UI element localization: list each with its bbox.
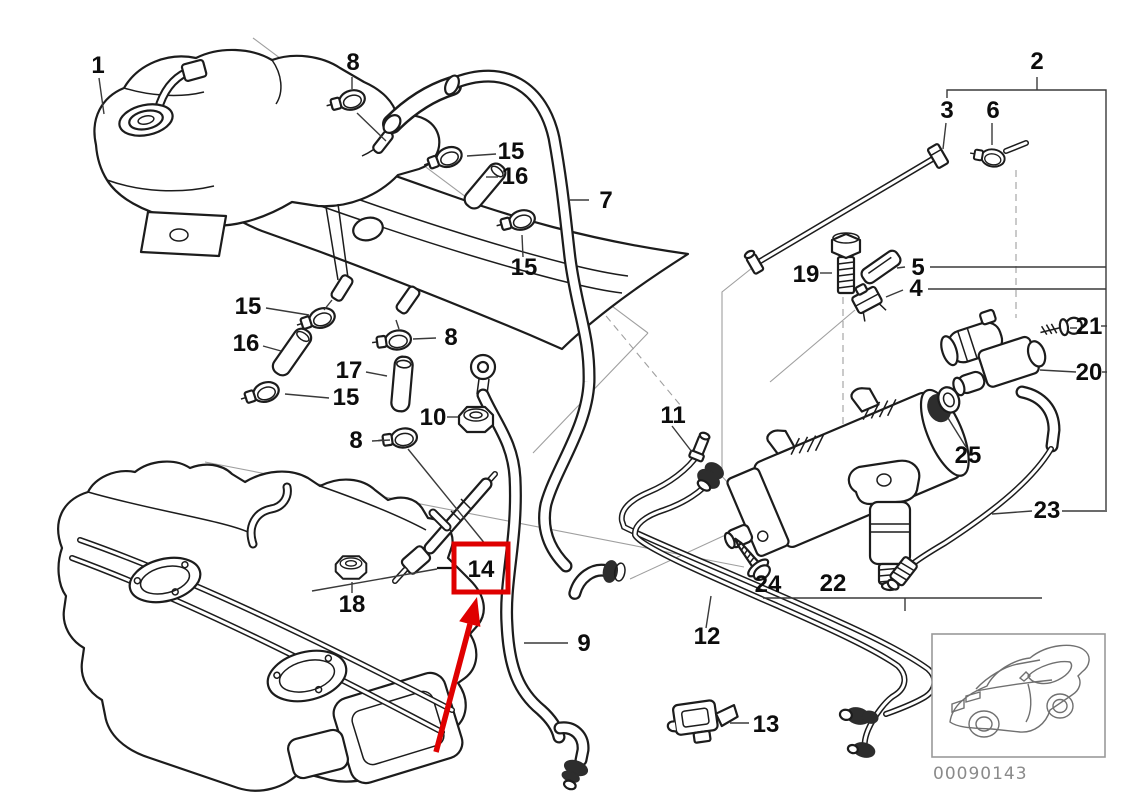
screw-24 [734,537,771,581]
leader-lines [98,77,1107,724]
callout-17[interactable]: 17 [336,357,363,384]
fuel-tank-drawing [57,460,485,792]
callout-2[interactable]: 2 [1030,48,1043,75]
callout-23[interactable]: 23 [1034,497,1061,524]
callout-16[interactable]: 16 [502,163,529,190]
callout-24[interactable]: 24 [755,571,782,598]
callout-4[interactable]: 4 [909,275,923,302]
grommet-25 [927,386,961,423]
breather-connector-14 [392,471,498,584]
callout-15[interactable]: 15 [235,293,262,320]
callout-16[interactable]: 16 [233,330,260,357]
callout-15[interactable]: 15 [498,138,525,165]
car-inset: 00090143 [931,633,1106,784]
callout-15[interactable]: 15 [511,254,538,281]
vent-pipe-23 [886,385,1061,591]
callout-13[interactable]: 13 [753,711,780,738]
hose-clamp-8 [369,327,414,355]
vent-hose-7 [382,69,626,600]
vent-pipes-11-12 [618,431,938,758]
callout-14-highlighted[interactable]: 14 [468,556,495,583]
callout-10[interactable]: 10 [420,404,447,431]
clip-13 [666,699,739,744]
vent-pipe-3 [743,140,1029,275]
highlight-arrow-shaft [433,623,473,753]
hose-9-elbow [553,721,590,791]
callout-25[interactable]: 25 [955,442,982,469]
callout-1[interactable]: 1 [91,52,104,79]
pipe-12-connector [696,462,724,492]
highlight-14 [433,541,511,753]
hose-clamp-15 [237,377,283,411]
bolt-19 [830,232,862,295]
clip-4 [851,283,887,322]
car-thumbnail [949,644,1090,738]
carbon-canister-22 [723,387,970,592]
callout-20[interactable]: 20 [1076,359,1103,386]
hose-clamp-6 [967,144,1007,170]
pipe-end-fitting [838,707,879,725]
nut-10 [457,405,495,434]
dust-filter [847,459,921,592]
nut-18 [334,555,368,580]
callout-19[interactable]: 19 [793,261,820,288]
callout-11[interactable]: 11 [660,402,685,429]
fuel-sender-ring [266,649,348,703]
vent-valve-20 [940,308,1047,397]
callout-8[interactable]: 8 [444,324,457,351]
pipe-end-fitting [846,742,876,758]
callout-22[interactable]: 22 [820,570,847,597]
hose-7-elbow-connector [568,560,626,600]
highlight-box [451,541,511,595]
car-inset-border [931,633,1106,758]
callout-12[interactable]: 12 [694,623,721,650]
callout-9[interactable]: 9 [577,630,590,657]
callout-8[interactable]: 8 [349,427,362,454]
callout-6[interactable]: 6 [986,97,999,124]
screw-21 [1040,316,1083,337]
highlight-arrow-head [459,597,481,627]
hose-clamp-8 [375,425,420,453]
callout-15[interactable]: 15 [333,384,360,411]
diagram-code: 00090143 [933,764,1028,784]
callout-3[interactable]: 3 [940,97,953,124]
hose-17 [389,354,415,414]
clip-5 [860,249,902,285]
callout-8[interactable]: 8 [346,49,359,76]
fuel-sender-ring [128,556,202,604]
callout-7[interactable]: 7 [599,187,612,214]
callout-5[interactable]: 5 [911,254,924,281]
hose-16 [268,324,316,380]
tank-bracket [139,210,228,258]
pipe-11-connector [688,431,711,463]
callout-21[interactable]: 21 [1076,313,1103,340]
vent-hose-9 [469,353,590,791]
callout-18[interactable]: 18 [339,591,366,618]
